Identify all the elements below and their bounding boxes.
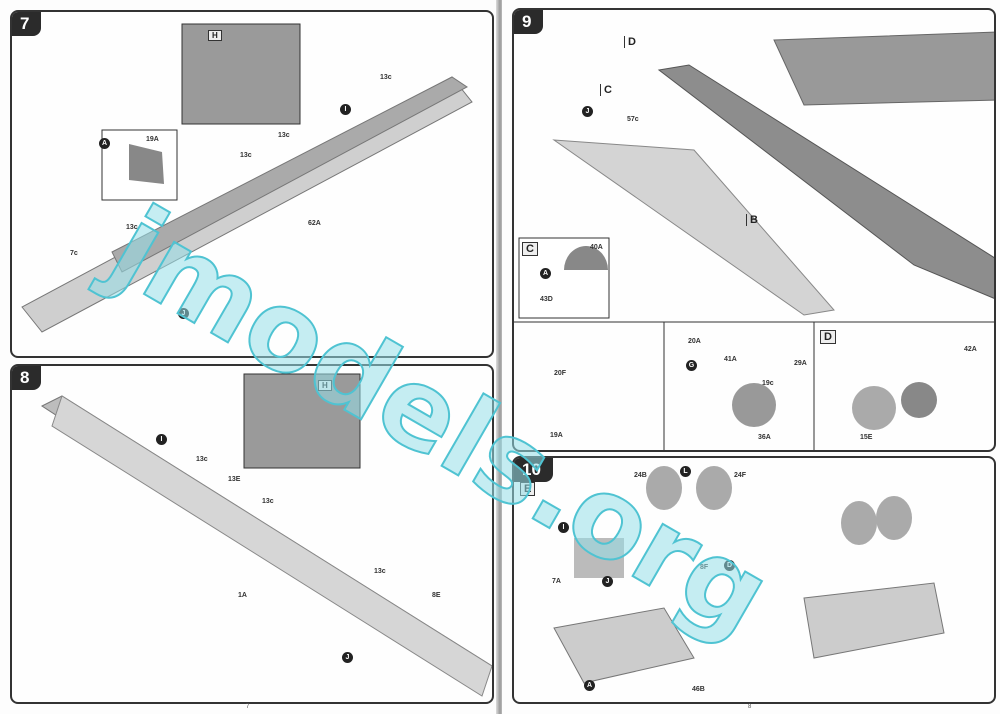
part-label: 13c bbox=[380, 74, 392, 81]
subassembly-b: B bbox=[746, 214, 761, 226]
marker-a: A bbox=[540, 268, 551, 279]
part-label: 13c bbox=[374, 568, 386, 575]
part-label: 42A bbox=[964, 346, 977, 353]
part-label: 41A bbox=[724, 356, 737, 363]
marker-a: A bbox=[584, 680, 595, 691]
part-label: 24B bbox=[634, 472, 647, 479]
marker-j: J bbox=[582, 106, 593, 117]
part-label: 57c bbox=[627, 116, 639, 123]
marker-j: J bbox=[602, 576, 613, 587]
marker-h: H bbox=[208, 30, 222, 41]
marker-a: A bbox=[99, 138, 110, 149]
part-label: 15E bbox=[860, 434, 873, 441]
marker-l: L bbox=[680, 466, 691, 477]
subassembly-e: E bbox=[520, 482, 536, 496]
marker-i: I bbox=[156, 434, 167, 445]
marker-h: H bbox=[318, 380, 332, 391]
step-number: 10 bbox=[514, 458, 553, 482]
step-10-panel: 10 E 24B 24F 7A 8F 46B L I J D A bbox=[512, 456, 996, 704]
part-label: 13E bbox=[228, 476, 241, 483]
book-gutter bbox=[496, 0, 504, 714]
subassembly-d-label: D bbox=[820, 330, 836, 344]
marker-j: J bbox=[342, 652, 353, 663]
part-label: 46B bbox=[692, 686, 705, 693]
marker-g: G bbox=[686, 360, 697, 371]
part-label: 29A bbox=[794, 360, 807, 367]
subassembly-c: C bbox=[600, 84, 615, 96]
part-label: 8E bbox=[432, 592, 441, 599]
part-label: 13c bbox=[278, 132, 290, 139]
part-label: 1A bbox=[238, 592, 247, 599]
part-label: 13c bbox=[262, 498, 274, 505]
part-label: 62A bbox=[308, 220, 321, 227]
part-label: 24F bbox=[734, 472, 747, 479]
fuselage-half-illustration bbox=[40, 373, 492, 697]
marker-j: J bbox=[178, 308, 189, 319]
part-label: 40A bbox=[590, 244, 603, 251]
right-page: 9 D C B C D 57c 40A 43D 20F 19A 20A 41A … bbox=[502, 0, 1000, 714]
cockpit-assembly-illustration bbox=[514, 31, 994, 450]
part-label: 7A bbox=[552, 578, 561, 585]
step-number: 8 bbox=[12, 366, 42, 390]
part-label: 36A bbox=[758, 434, 771, 441]
step-8-panel: 8 H 13c 13E 13c 13c 8E 1A I J bbox=[10, 364, 494, 704]
marker-i: I bbox=[558, 522, 569, 533]
part-label: 43D bbox=[540, 296, 553, 303]
subassembly-c-label: C bbox=[522, 242, 538, 256]
part-label: 20F bbox=[554, 370, 567, 377]
step-number: 9 bbox=[514, 10, 544, 34]
part-label: 20A bbox=[688, 338, 701, 345]
marker-i: I bbox=[340, 104, 351, 115]
page-number: 8 bbox=[748, 704, 752, 710]
step-7-panel: 7 H 13c 13c 13c 13c 19A 7c 62A I J A bbox=[10, 10, 494, 358]
marker-d: D bbox=[724, 560, 735, 571]
part-label: 13c bbox=[196, 456, 208, 463]
part-label: 19c bbox=[762, 380, 774, 387]
part-label: 19A bbox=[146, 136, 159, 143]
step-number: 7 bbox=[12, 12, 42, 36]
part-label: 8F bbox=[700, 564, 709, 571]
part-label: 13c bbox=[240, 152, 252, 159]
part-label: 13c bbox=[126, 224, 138, 231]
left-page: 7 H 13c 13c 13c 13c 19A 7c 62A I J A 8 H… bbox=[0, 0, 498, 714]
part-label: 19A bbox=[550, 432, 563, 439]
fuselage-half-illustration bbox=[21, 23, 473, 333]
page-number: 7 bbox=[246, 704, 250, 710]
subassembly-d: D bbox=[624, 36, 639, 48]
seat-assembly-illustration bbox=[553, 466, 945, 684]
step-9-panel: 9 D C B C D 57c 40A 43D 20F 19A 20A 41A … bbox=[512, 8, 996, 452]
part-label: 7c bbox=[70, 250, 78, 257]
